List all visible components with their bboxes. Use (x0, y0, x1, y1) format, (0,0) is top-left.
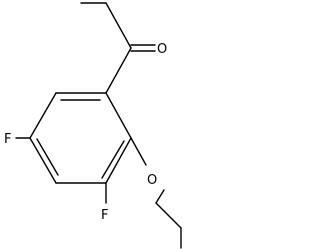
molecule-diagram: O O F F (4, 2, 182, 249)
atom-label-fluorine-bottom: F (101, 208, 108, 223)
propanoyl-group (80, 2, 156, 94)
ring-double-bond-inner-c2-c3 (101, 140, 125, 179)
ring-bond-c2-c3 (105, 137, 132, 184)
propoxy-group (130, 137, 182, 249)
ring-double-bond-inner-c4-c5 (36, 138, 59, 176)
benzene-ring (29, 92, 132, 184)
ring-bond-c5-c6 (29, 92, 57, 139)
ring-bond-c4-c5 (29, 137, 57, 184)
atom-label-ether-oxygen: O (147, 173, 157, 188)
ring-bond-c1-c2 (105, 92, 132, 139)
bond-ether-oxygen-to-ch2 (155, 189, 165, 204)
atom-label-carbonyl-oxygen: O (157, 42, 167, 57)
bond-ch2-to-ch2 (155, 202, 182, 229)
bond-carbonyl-to-ch2 (105, 2, 132, 49)
atom-label-fluorine-left: F (4, 132, 11, 147)
bond-ring-to-carbonyl (105, 47, 132, 94)
bond-ring-to-ether-oxygen (130, 137, 147, 166)
